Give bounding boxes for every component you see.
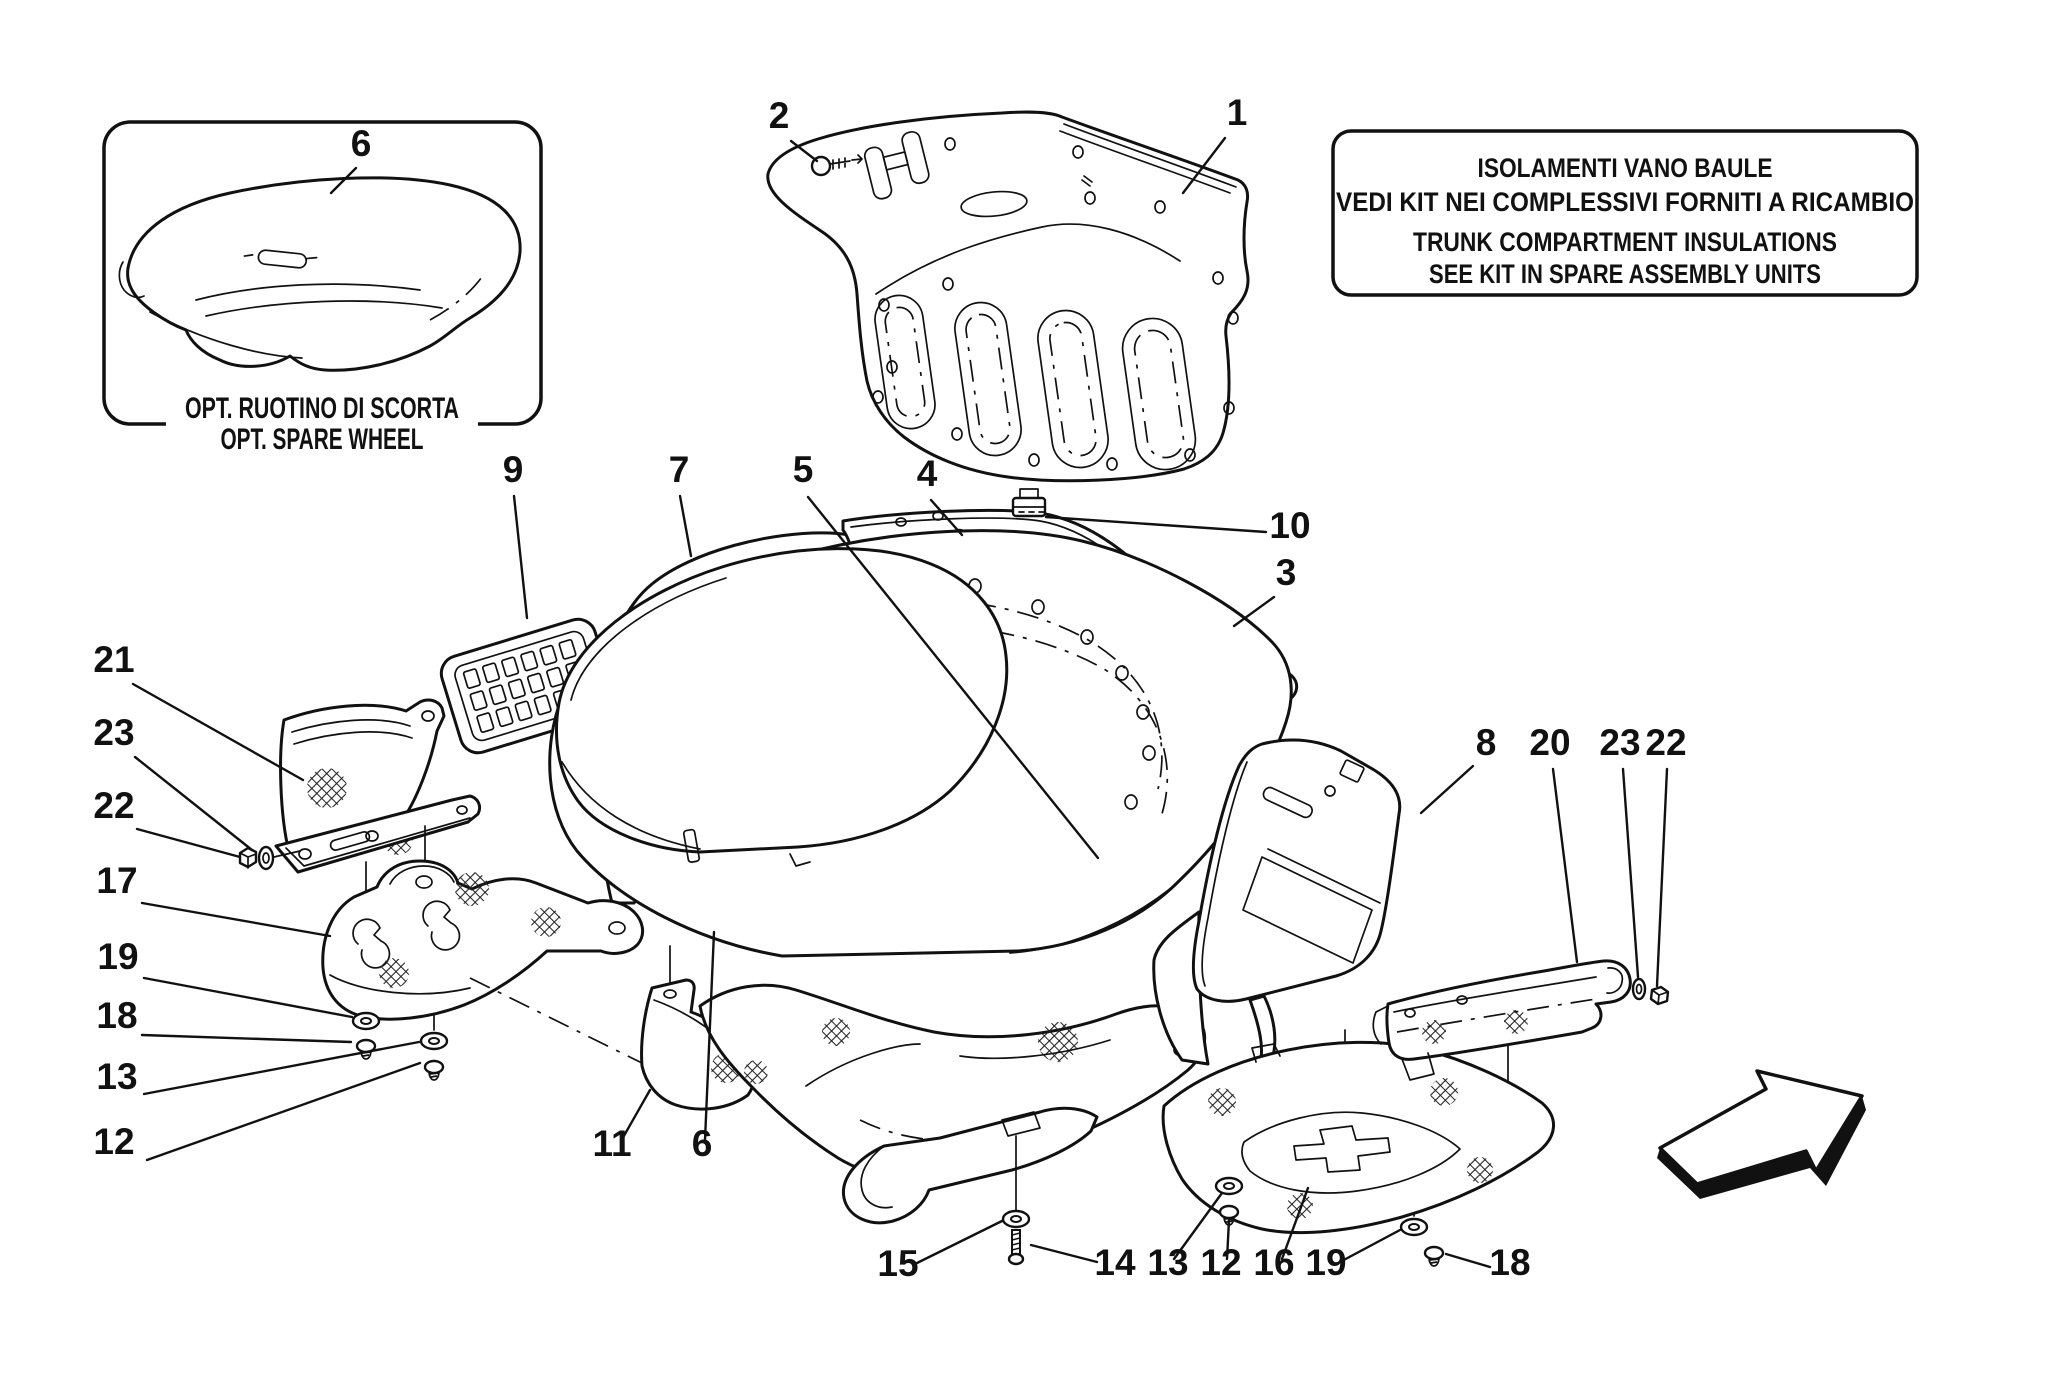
callout-1: 1 [1227,92,1248,133]
callout-12-bottom: 12 [1200,1242,1241,1283]
info-line-en-1: TRUNK COMPARTMENT INSULATIONS [1413,227,1837,257]
inset-caption-en: OPT. SPARE WHEEL [221,423,424,456]
alignment-dash-line [469,977,645,1065]
info-line-it-2: VEDI KIT NEI COMPLESSIVI FORNITI A RICAM… [1336,187,1914,217]
direction-arrow [1657,1069,1866,1199]
part-19-washer-bottom [1399,1217,1429,1237]
part-1-trunk-lid-insulation [766,110,1250,483]
callout-14: 14 [1094,1242,1136,1283]
info-line-it-1: ISOLAMENTI VANO BAULE [1478,153,1773,183]
callout-9: 9 [503,449,524,490]
callout-6-inset: 6 [351,123,372,164]
callout-10: 10 [1269,505,1310,546]
part-10-clip [1011,488,1047,518]
part-13-washer-bottom [1214,1176,1244,1196]
callout-23-right: 23 [1599,722,1640,763]
callout-4: 4 [917,453,938,494]
info-line-en-2: SEE KIT IN SPARE ASSEMBLY UNITS [1429,259,1821,289]
callout-13-left: 13 [96,1056,137,1097]
part-13-washer-left [419,1031,449,1051]
part-15-washer [1001,1209,1031,1229]
callout-19-bottom: 19 [1305,1242,1346,1283]
part-14-bolt [1007,1228,1025,1266]
callout-13-bottom: 13 [1147,1242,1188,1283]
heat-shield-foot [841,1106,1099,1225]
inset-spare-wheel-box: OPT. RUOTINO DI SCORTA OPT. SPARE WHEEL … [102,120,543,456]
callout-18-left: 18 [96,995,137,1036]
part-6-trunk-mat [555,547,1009,867]
callout-12-left: 12 [93,1121,134,1162]
callout-16: 16 [1253,1242,1294,1283]
callout-19-left: 19 [97,936,138,977]
callout-2: 2 [769,95,790,136]
info-box: ISOLAMENTI VANO BAULE VEDI KIT NEI COMPL… [1331,129,1919,297]
part-21-insulation-bracket [274,698,482,874]
callout-5: 5 [793,449,814,490]
callout-20: 20 [1529,722,1570,763]
inset-caption-it: OPT. RUOTINO DI SCORTA [185,392,459,425]
callout-17: 17 [96,860,137,901]
callout-11: 11 [592,1123,631,1164]
callout-numbers: 1 2 3 4 5 6 7 8 9 10 11 12 12 13 13 14 1… [93,92,1686,1284]
part-12-screw-left [423,1059,445,1082]
callout-6-center: 6 [692,1123,713,1164]
part-16-insulation-panel [1161,1027,1555,1235]
callout-15: 15 [877,1243,918,1284]
caption-mask [166,398,478,428]
part-18-screw-left [355,1038,377,1061]
part-11-bracket [640,945,756,1111]
leader-6-inset [329,166,358,195]
part-18-screw-bottom [1423,1245,1445,1268]
callout-3: 3 [1276,552,1297,593]
callout-7: 7 [669,449,690,490]
leader-lines [131,136,1669,1269]
part-19-washer-left [351,1011,381,1031]
callout-8: 8 [1476,722,1497,763]
part-20-bracket [1372,959,1632,1081]
part-22-23-nut-washer-right [1631,977,1670,1006]
callout-23-left: 23 [93,712,134,753]
spare-wheel-cover-drawing [118,176,522,372]
callout-21: 21 [93,639,134,680]
part-8-right-trim-panel [1152,738,1402,1066]
part-17-insulation-panel [321,825,645,1031]
callout-22-left: 22 [93,785,134,826]
callout-18-bottom: 18 [1489,1242,1530,1283]
callout-22-right: 22 [1645,722,1686,763]
